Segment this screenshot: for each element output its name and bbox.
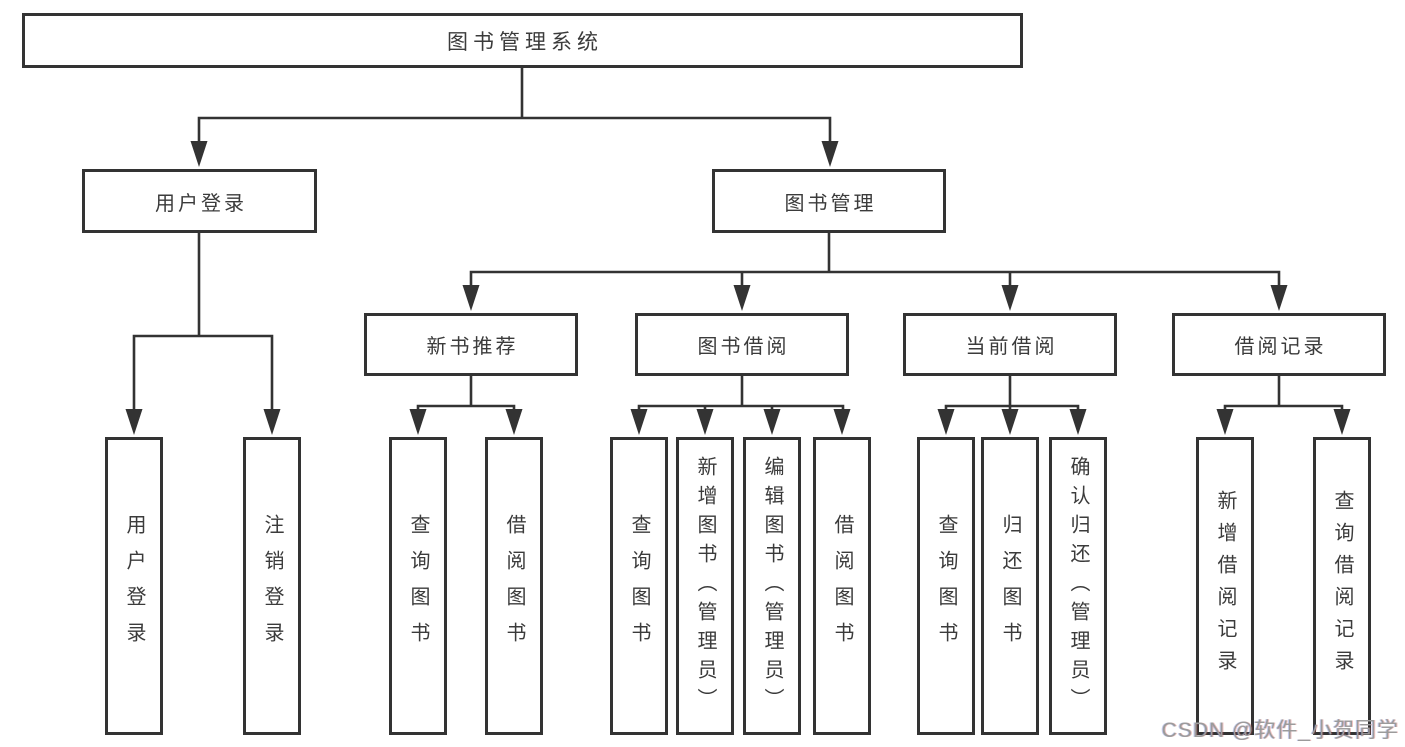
leaf-query-books-recommend: 查询图书 [389, 437, 447, 735]
leaf-query-borrow-record: 查询借阅记录 [1313, 437, 1371, 735]
leaf-user-login: 用户登录 [105, 437, 163, 735]
node-book-borrowing: 图书借阅 [635, 313, 849, 376]
leaf-add-borrow-record: 新增借阅记录 [1196, 437, 1254, 735]
leaf-query-books-current: 查询图书 [917, 437, 975, 735]
leaf-add-book-admin: 新增图书（管理员） [676, 437, 734, 735]
node-library-management-system: 图书管理系统 [22, 13, 1023, 68]
leaf-query-books-borrowing: 查询图书 [610, 437, 668, 735]
leaf-logout: 注销登录 [243, 437, 301, 735]
leaf-borrow-books-borrowing: 借阅图书 [813, 437, 871, 735]
leaf-edit-book-admin: 编辑图书（管理员） [743, 437, 801, 735]
leaf-return-book: 归还图书 [981, 437, 1039, 735]
leaf-borrow-books-recommend: 借阅图书 [485, 437, 543, 735]
arrow-down-icons [125, 141, 1351, 435]
node-new-book-recommendation: 新书推荐 [364, 313, 578, 376]
watermark: CSDN @软件_小贺同学 [1161, 719, 1399, 742]
node-user-login: 用户登录 [82, 169, 317, 233]
node-borrowing-records: 借阅记录 [1172, 313, 1386, 376]
node-current-borrowing: 当前借阅 [903, 313, 1117, 376]
leaf-confirm-return-admin: 确认归还（管理员） [1049, 437, 1107, 735]
node-book-management: 图书管理 [712, 169, 946, 233]
